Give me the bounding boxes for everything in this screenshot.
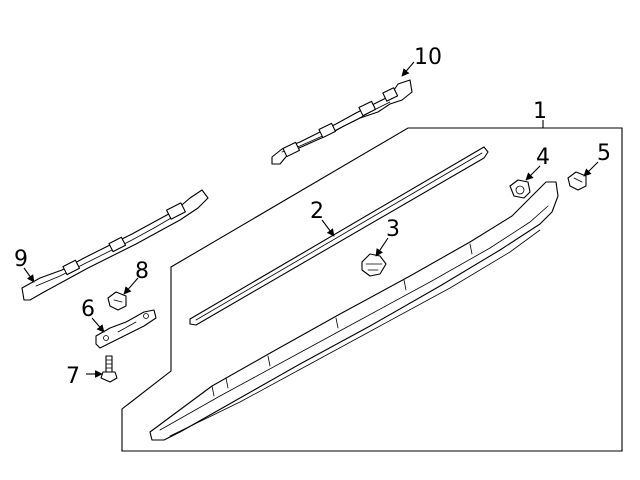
- part-1-rocker-panel[interactable]: [149, 181, 559, 441]
- leader-5: [583, 161, 599, 177]
- leader-9: [23, 267, 35, 283]
- callout-3: 3: [386, 217, 400, 242]
- leader-lines: [23, 61, 599, 378]
- part-10-reinforcement[interactable]: [271, 79, 413, 165]
- part-7-bolt[interactable]: [100, 355, 118, 383]
- callout-8: 8: [135, 259, 149, 284]
- leader-6: [91, 317, 105, 333]
- callout-9: 9: [14, 247, 28, 272]
- part-9-reinforcement[interactable]: [21, 189, 209, 301]
- callout-10: 10: [414, 45, 442, 70]
- part-2-molding[interactable]: [189, 146, 489, 326]
- callout-6: 6: [81, 297, 95, 322]
- part-5-end-cap[interactable]: [567, 171, 587, 191]
- leader-10: [401, 61, 415, 77]
- callout-7: 7: [66, 364, 80, 389]
- callout-5: 5: [597, 141, 611, 166]
- callout-4: 4: [536, 145, 550, 170]
- callout-2: 2: [310, 199, 324, 224]
- part-4-grommet[interactable]: [509, 179, 531, 199]
- assembly-frame: [121, 127, 623, 452]
- leader-2: [321, 219, 335, 237]
- callout-1: 1: [533, 99, 547, 124]
- part-6-bracket[interactable]: [95, 309, 157, 349]
- leader-4: [525, 165, 541, 181]
- part-3-clip[interactable]: [361, 253, 387, 277]
- leader-8: [123, 277, 139, 295]
- part-8-clip[interactable]: [107, 291, 127, 311]
- leader-3: [375, 237, 389, 257]
